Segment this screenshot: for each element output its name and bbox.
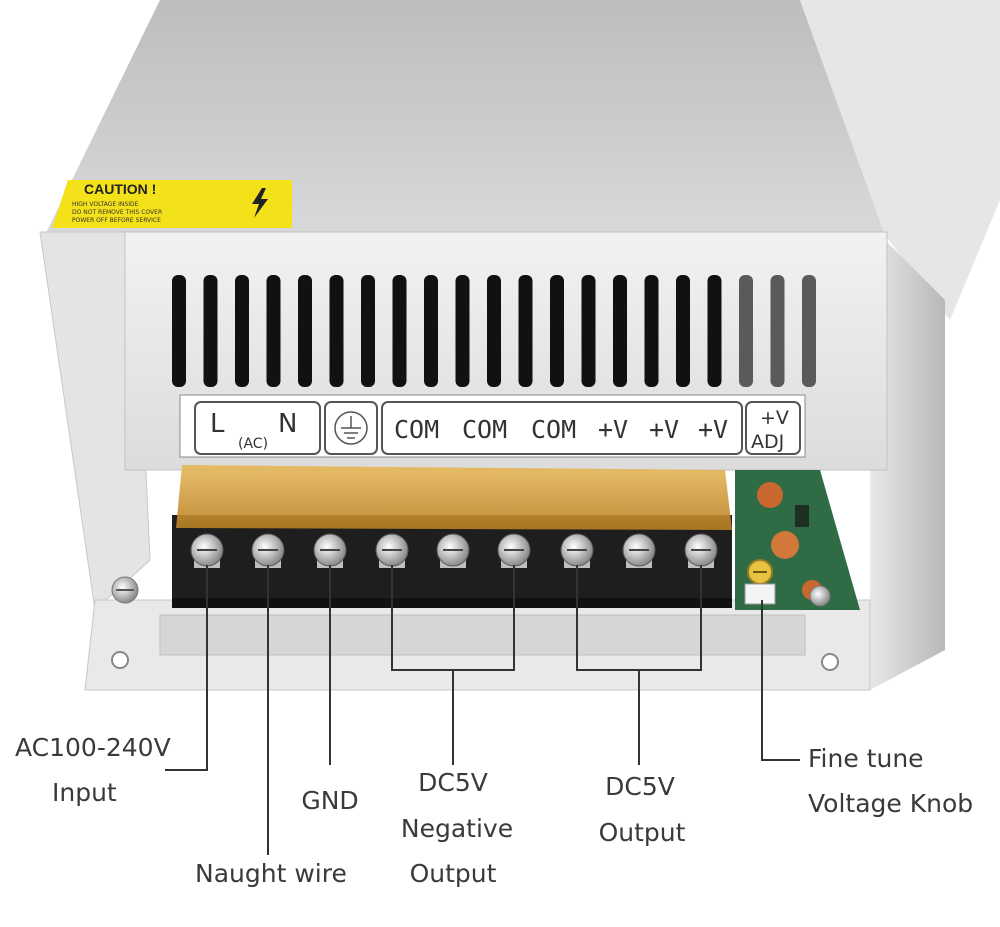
terminal-screw-3[interactable]	[313, 533, 347, 568]
label-negative-line3: Output	[409, 859, 497, 888]
label-ac-input-line2: Input	[52, 778, 117, 807]
leader-lines	[165, 565, 800, 855]
vent-slot	[739, 275, 753, 387]
vent-slot	[424, 275, 438, 387]
vent-slots	[172, 275, 816, 387]
vent-slot	[518, 275, 533, 387]
terminal-screws	[190, 533, 718, 568]
vent-slot	[329, 275, 344, 387]
capacitor-1	[757, 482, 783, 508]
caution-title: CAUTION !	[84, 181, 156, 197]
terminal-l-label: L	[210, 409, 225, 439]
terminal-n-label: N	[278, 409, 297, 439]
vent-slot	[707, 275, 722, 387]
leader-knob	[761, 600, 800, 761]
terminal-label-ground	[324, 401, 378, 455]
terminal-label-adj	[745, 401, 801, 455]
terminal-label-ln	[194, 401, 321, 455]
terminal-screw-9[interactable]	[684, 533, 718, 568]
case-right-side	[800, 0, 1000, 320]
caution-line-2: DO NOT REMOVE THIS COVER	[72, 209, 162, 216]
vent-slot	[235, 275, 249, 387]
caution-line-1: HIGH VOLTAGE INSIDE	[72, 201, 139, 208]
vent-slot	[455, 275, 470, 387]
terminal-screw-5[interactable]	[436, 533, 470, 568]
terminal-screw-4[interactable]	[375, 533, 409, 568]
vent-slot	[172, 275, 186, 387]
terminal-v-label-3: +V	[698, 415, 728, 444]
pcb-component	[795, 505, 809, 527]
vent-slot	[802, 275, 816, 387]
label-negative-line1: DC5V	[418, 768, 488, 797]
case-top	[45, 0, 885, 235]
vent-slot	[770, 275, 785, 387]
caution-label: CAUTION ! HIGH VOLTAGE INSIDE DO NOT REM…	[52, 180, 292, 228]
terminal-v-label-1: +V	[598, 415, 628, 444]
voltage-adjust-knob[interactable]	[744, 559, 776, 605]
terminal-label-outputs	[381, 401, 743, 455]
capacitor-2	[771, 531, 799, 559]
vent-slot	[550, 275, 564, 387]
vent-slot	[266, 275, 281, 387]
lightning-icon	[252, 188, 268, 218]
vent-slot	[581, 275, 596, 387]
terminal-screw-7[interactable]	[560, 533, 594, 568]
chassis-rail	[159, 614, 806, 656]
vent-slot	[203, 275, 218, 387]
vent-slot	[298, 275, 312, 387]
terminal-v-label-2: +V	[649, 415, 679, 444]
vent-slot	[613, 275, 627, 387]
pcb-screw	[809, 585, 831, 607]
terminal-label-strip: L (AC) N COM COM COM +V +V +V +V ADJ	[179, 394, 806, 458]
adj-label-bottom: ADJ	[751, 431, 784, 453]
caution-line-3: POWER OFF BEFORE SERVICE	[72, 217, 161, 224]
label-positive-line2: Output	[598, 818, 686, 847]
ground-symbol-icon	[334, 411, 368, 445]
vent-slot	[644, 275, 659, 387]
label-knob-line2: Voltage Knob	[808, 789, 974, 818]
terminal-screw-8[interactable]	[622, 533, 656, 568]
terminal-com-label-3: COM	[531, 415, 576, 444]
terminal-ac-sublabel: (AC)	[238, 436, 268, 452]
terminal-screw-6[interactable]	[497, 533, 531, 568]
terminal-screw-2[interactable]	[251, 533, 285, 568]
case-left-wall	[39, 231, 151, 612]
mount-hole-right	[821, 653, 839, 671]
vent-slot	[676, 275, 690, 387]
label-ac-input-line1: AC100-240V	[15, 733, 171, 762]
vent-slot	[361, 275, 375, 387]
terminal-screw-1[interactable]	[190, 533, 224, 568]
terminal-com-label-2: COM	[462, 415, 507, 444]
terminal-cover	[176, 465, 732, 530]
label-naught-wire: Naught wire	[195, 859, 347, 888]
label-positive-line1: DC5V	[605, 772, 675, 801]
mount-hole-left	[111, 651, 129, 669]
leader-ac-input	[165, 565, 208, 771]
case-right-wall	[870, 240, 945, 690]
vent-slot	[392, 275, 407, 387]
label-negative-line2: Negative	[400, 814, 514, 843]
vent-slot	[487, 275, 501, 387]
label-gnd: GND	[301, 786, 359, 815]
terminal-com-label-1: COM	[394, 415, 439, 444]
adj-label-top: +V	[760, 407, 789, 429]
label-knob-line1: Fine tune	[808, 744, 924, 773]
